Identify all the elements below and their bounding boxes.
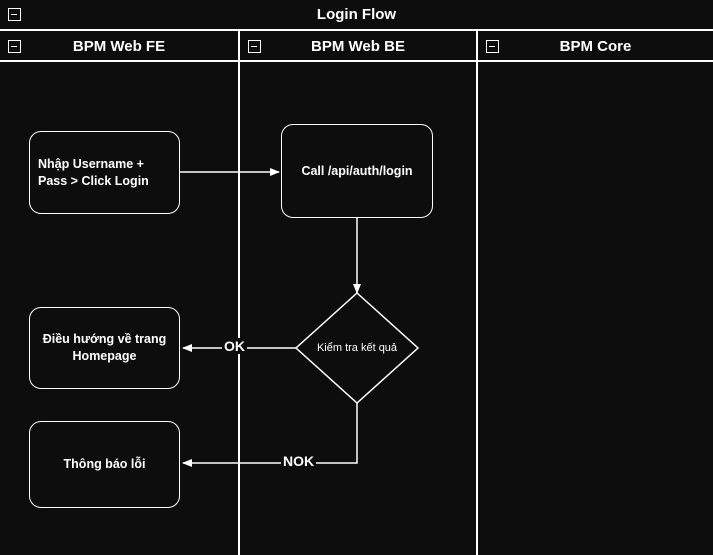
node-label: Call /api/auth/login: [301, 163, 413, 178]
lane-header-bpm-core: BPM Core: [478, 31, 713, 62]
lane-divider-2: [476, 31, 478, 555]
node-dieu-huong-homepage[interactable]: Điều hướng về trang Homepage: [29, 307, 180, 389]
node-label: Thông báo lỗi: [63, 457, 146, 472]
collapse-minus-icon-lane-fe[interactable]: [8, 40, 21, 53]
lane-bpm-web-be: BPM Web BE: [240, 31, 476, 555]
diamond-shape: [294, 291, 420, 405]
page-title: Login Flow: [316, 6, 397, 23]
edge-label-nok: NOK: [281, 453, 317, 469]
node-thong-bao-loi[interactable]: Thông báo lỗi: [29, 421, 180, 508]
collapse-minus-icon-lane-core[interactable]: [486, 40, 499, 53]
node-kiem-tra-ket-qua[interactable]: Kiểm tra kết quả: [294, 291, 420, 405]
node-call-api-auth-login[interactable]: Call /api/auth/login: [281, 124, 433, 218]
lane-header-bpm-web-be: BPM Web BE: [240, 31, 476, 62]
edge-label-ok: OK: [222, 338, 247, 354]
node-label: Điều hướng về trang Homepage: [42, 332, 167, 363]
node-label: Kiểm tra kết quả: [316, 342, 398, 354]
lane-bpm-web-fe: BPM Web FE: [0, 31, 238, 555]
collapse-minus-icon-title[interactable]: [8, 8, 21, 21]
lane-bpm-core: BPM Core: [478, 31, 713, 555]
lane-divider-1: [238, 31, 240, 555]
diagram-title-bar: Login Flow: [0, 0, 713, 31]
lane-header-bpm-web-fe: BPM Web FE: [0, 31, 238, 62]
collapse-minus-icon-lane-be[interactable]: [248, 40, 261, 53]
node-nhap-username[interactable]: Nhập Username + Pass > Click Login: [29, 131, 180, 214]
node-label: Nhập Username + Pass > Click Login: [38, 156, 149, 188]
